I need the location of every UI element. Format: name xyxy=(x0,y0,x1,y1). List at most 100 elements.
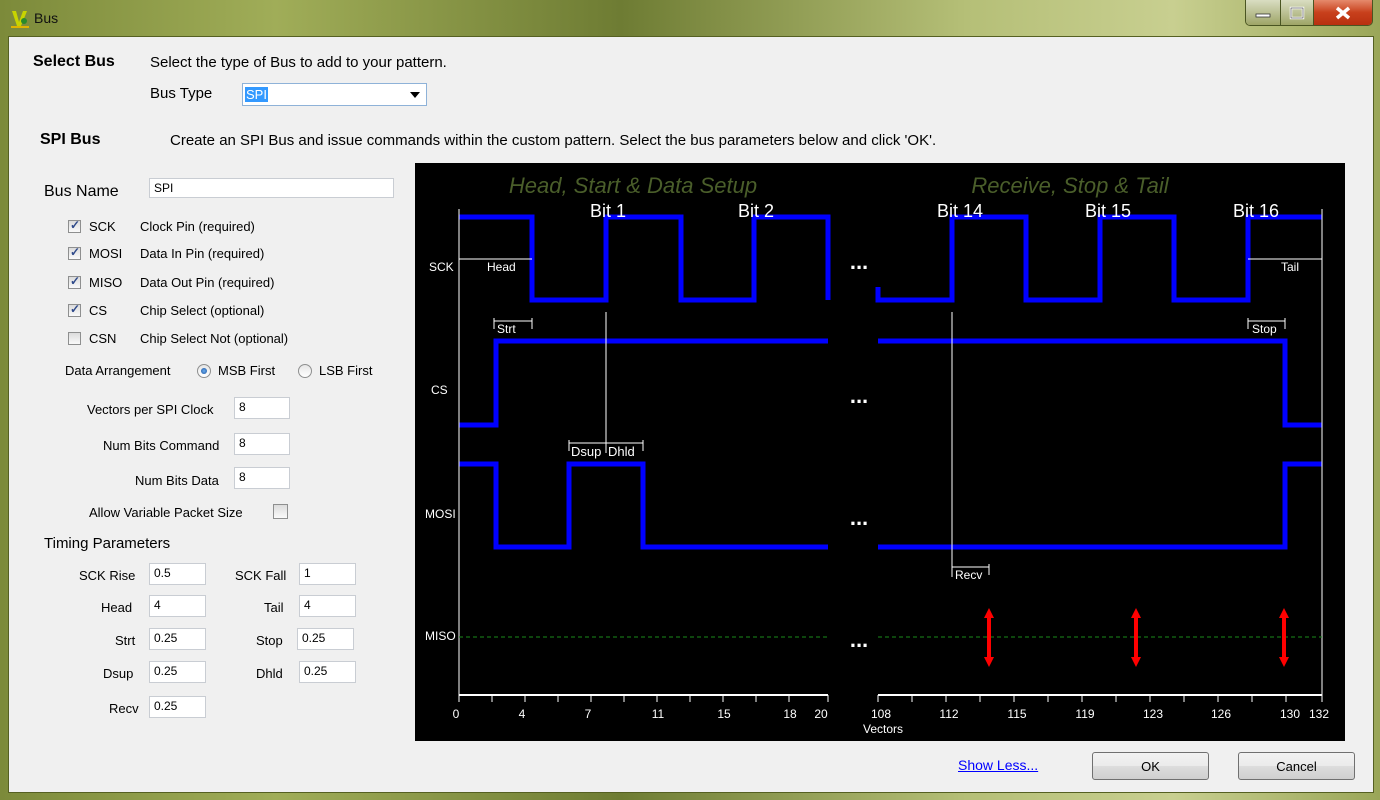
num-bits-command-label: Num Bits Command xyxy=(103,438,220,453)
annotation-head: Head xyxy=(487,260,516,274)
signal-label-mosi: MOSI xyxy=(425,507,456,521)
timing-heading: Timing Parameters xyxy=(44,535,171,552)
sck-rise-input[interactable]: 0.5 xyxy=(149,563,206,585)
head-input[interactable]: 4 xyxy=(149,595,206,617)
timing-diagram-svg: Head, Start & Data Setup Receive, Stop &… xyxy=(425,173,1329,736)
bus-name-input[interactable]: SPI xyxy=(149,178,394,198)
mosi-pin-desc: Data In Pin (required) xyxy=(140,246,265,261)
allow-variable-checkbox[interactable] xyxy=(273,504,288,519)
cs-waveform-left xyxy=(459,338,828,428)
dsup-label: Dsup xyxy=(103,666,134,681)
x-tick-label: 7 xyxy=(585,707,592,721)
stop-input[interactable]: 0.25 xyxy=(297,628,354,650)
bit-label: Bit 1 xyxy=(590,201,626,221)
guide-lines xyxy=(458,209,1323,702)
signal-label-cs: CS xyxy=(431,383,448,397)
dsup-input[interactable]: 0.25 xyxy=(149,661,206,683)
mosi-waveform-left xyxy=(459,461,828,550)
miso-checkbox[interactable] xyxy=(68,274,81,289)
x-tick-label: 4 xyxy=(519,707,526,721)
show-less-link[interactable]: Show Less... xyxy=(958,757,1039,773)
mosi-checkbox[interactable] xyxy=(68,245,81,260)
tail-input[interactable]: 4 xyxy=(299,595,356,617)
timing-diagram: Head, Start & Data Setup Receive, Stop &… xyxy=(415,163,1345,741)
dhld-input[interactable]: 0.25 xyxy=(299,661,356,683)
sck-rise-label: SCK Rise xyxy=(79,568,136,583)
annotation-recv: Recv xyxy=(955,568,982,582)
minimize-button[interactable] xyxy=(1246,0,1281,25)
close-button[interactable] xyxy=(1314,0,1372,25)
x-tick-label: 126 xyxy=(1211,707,1231,721)
annotation-dsup: Dsup xyxy=(571,444,601,459)
sck-waveform-left xyxy=(459,214,831,303)
bit-label: Bit 2 xyxy=(738,201,774,221)
select-bus-heading: Select Bus xyxy=(33,53,115,70)
lsb-first-label: LSB First xyxy=(319,363,373,378)
bit-label: Bit 16 xyxy=(1233,201,1279,221)
spi-bus-description: Create an SPI Bus and issue commands wit… xyxy=(170,132,937,149)
signal-label-miso: MISO xyxy=(425,629,456,643)
x-tick-label: 132 xyxy=(1309,707,1329,721)
title-bar[interactable]: Bus xyxy=(0,0,1380,36)
cs-checkbox[interactable] xyxy=(68,302,81,317)
minimize-icon xyxy=(1255,13,1271,17)
msb-first-radio[interactable] xyxy=(197,364,211,378)
num-bits-command-input[interactable]: 8 xyxy=(234,433,290,455)
select-bus-description: Select the type of Bus to add to your pa… xyxy=(150,54,447,71)
window-controls xyxy=(1245,0,1373,26)
ok-button[interactable]: OK xyxy=(1092,752,1209,780)
chevron-down-icon[interactable] xyxy=(410,92,420,98)
num-bits-data-label: Num Bits Data xyxy=(135,473,219,488)
vectors-per-clock-input[interactable]: 8 xyxy=(234,397,290,419)
ellipsis: ... xyxy=(850,249,868,274)
ellipsis: ... xyxy=(850,505,868,530)
sck-checkbox[interactable] xyxy=(68,218,81,233)
x-tick-label: 20 xyxy=(814,707,828,721)
data-arrangement-label: Data Arrangement xyxy=(65,363,171,378)
maximize-button[interactable] xyxy=(1280,0,1315,25)
sck-waveform-right xyxy=(875,214,1322,303)
miso-pin-desc: Data Out Pin (required) xyxy=(140,275,275,290)
cancel-button[interactable]: Cancel xyxy=(1238,752,1355,780)
ellipsis: ... xyxy=(850,383,868,408)
cs-waveform-right xyxy=(878,338,1322,428)
x-tick-label: 115 xyxy=(1007,707,1026,721)
x-tick-label: 123 xyxy=(1143,707,1163,721)
sck-pin-desc: Clock Pin (required) xyxy=(140,219,255,234)
csn-pin-desc: Chip Select Not (optional) xyxy=(140,331,289,346)
maximize-icon xyxy=(1289,6,1305,19)
dhld-label: Dhld xyxy=(256,666,283,681)
bit-label: Bit 14 xyxy=(937,201,983,221)
allow-variable-label: Allow Variable Packet Size xyxy=(89,505,243,520)
lsb-first-radio[interactable] xyxy=(298,364,312,378)
arrow-up-icon xyxy=(1131,608,1141,618)
mosi-waveform-right xyxy=(878,461,1322,550)
bit-label: Bit 15 xyxy=(1085,201,1131,221)
x-tick-label: 11 xyxy=(652,707,665,721)
x-tick-label: 0 xyxy=(453,707,460,721)
msb-first-label: MSB First xyxy=(218,363,276,378)
signal-label-sck: SCK xyxy=(429,260,454,274)
mosi-pin-label: MOSI xyxy=(89,246,123,261)
strt-input[interactable]: 0.25 xyxy=(149,628,206,650)
bus-name-label: Bus Name xyxy=(44,183,119,200)
bus-type-dropdown[interactable]: SPI xyxy=(242,83,427,106)
dialog-client: Select Bus Select the type of Bus to add… xyxy=(8,36,1374,793)
num-bits-data-input[interactable]: 8 xyxy=(234,467,290,489)
arrow-down-icon xyxy=(1131,657,1141,667)
window-title: Bus xyxy=(34,10,59,26)
arrow-down-icon xyxy=(984,657,994,667)
x-tick-label: 130 xyxy=(1280,707,1300,721)
diagram-title-left: Head, Start & Data Setup xyxy=(509,173,757,198)
csn-checkbox[interactable] xyxy=(68,332,81,345)
recv-input[interactable]: 0.25 xyxy=(149,696,206,718)
annotation-tail: Tail xyxy=(1281,260,1299,274)
diagram-title-right: Receive, Stop & Tail xyxy=(971,173,1169,198)
miso-pin-label: MISO xyxy=(89,275,123,290)
cs-pin-desc: Chip Select (optional) xyxy=(140,303,265,318)
sck-fall-input[interactable]: 1 xyxy=(299,563,356,585)
arrow-up-icon xyxy=(1279,608,1289,618)
waveforms xyxy=(459,214,1322,550)
arrow-up-icon xyxy=(984,608,994,618)
app-logo-icon xyxy=(11,11,29,28)
